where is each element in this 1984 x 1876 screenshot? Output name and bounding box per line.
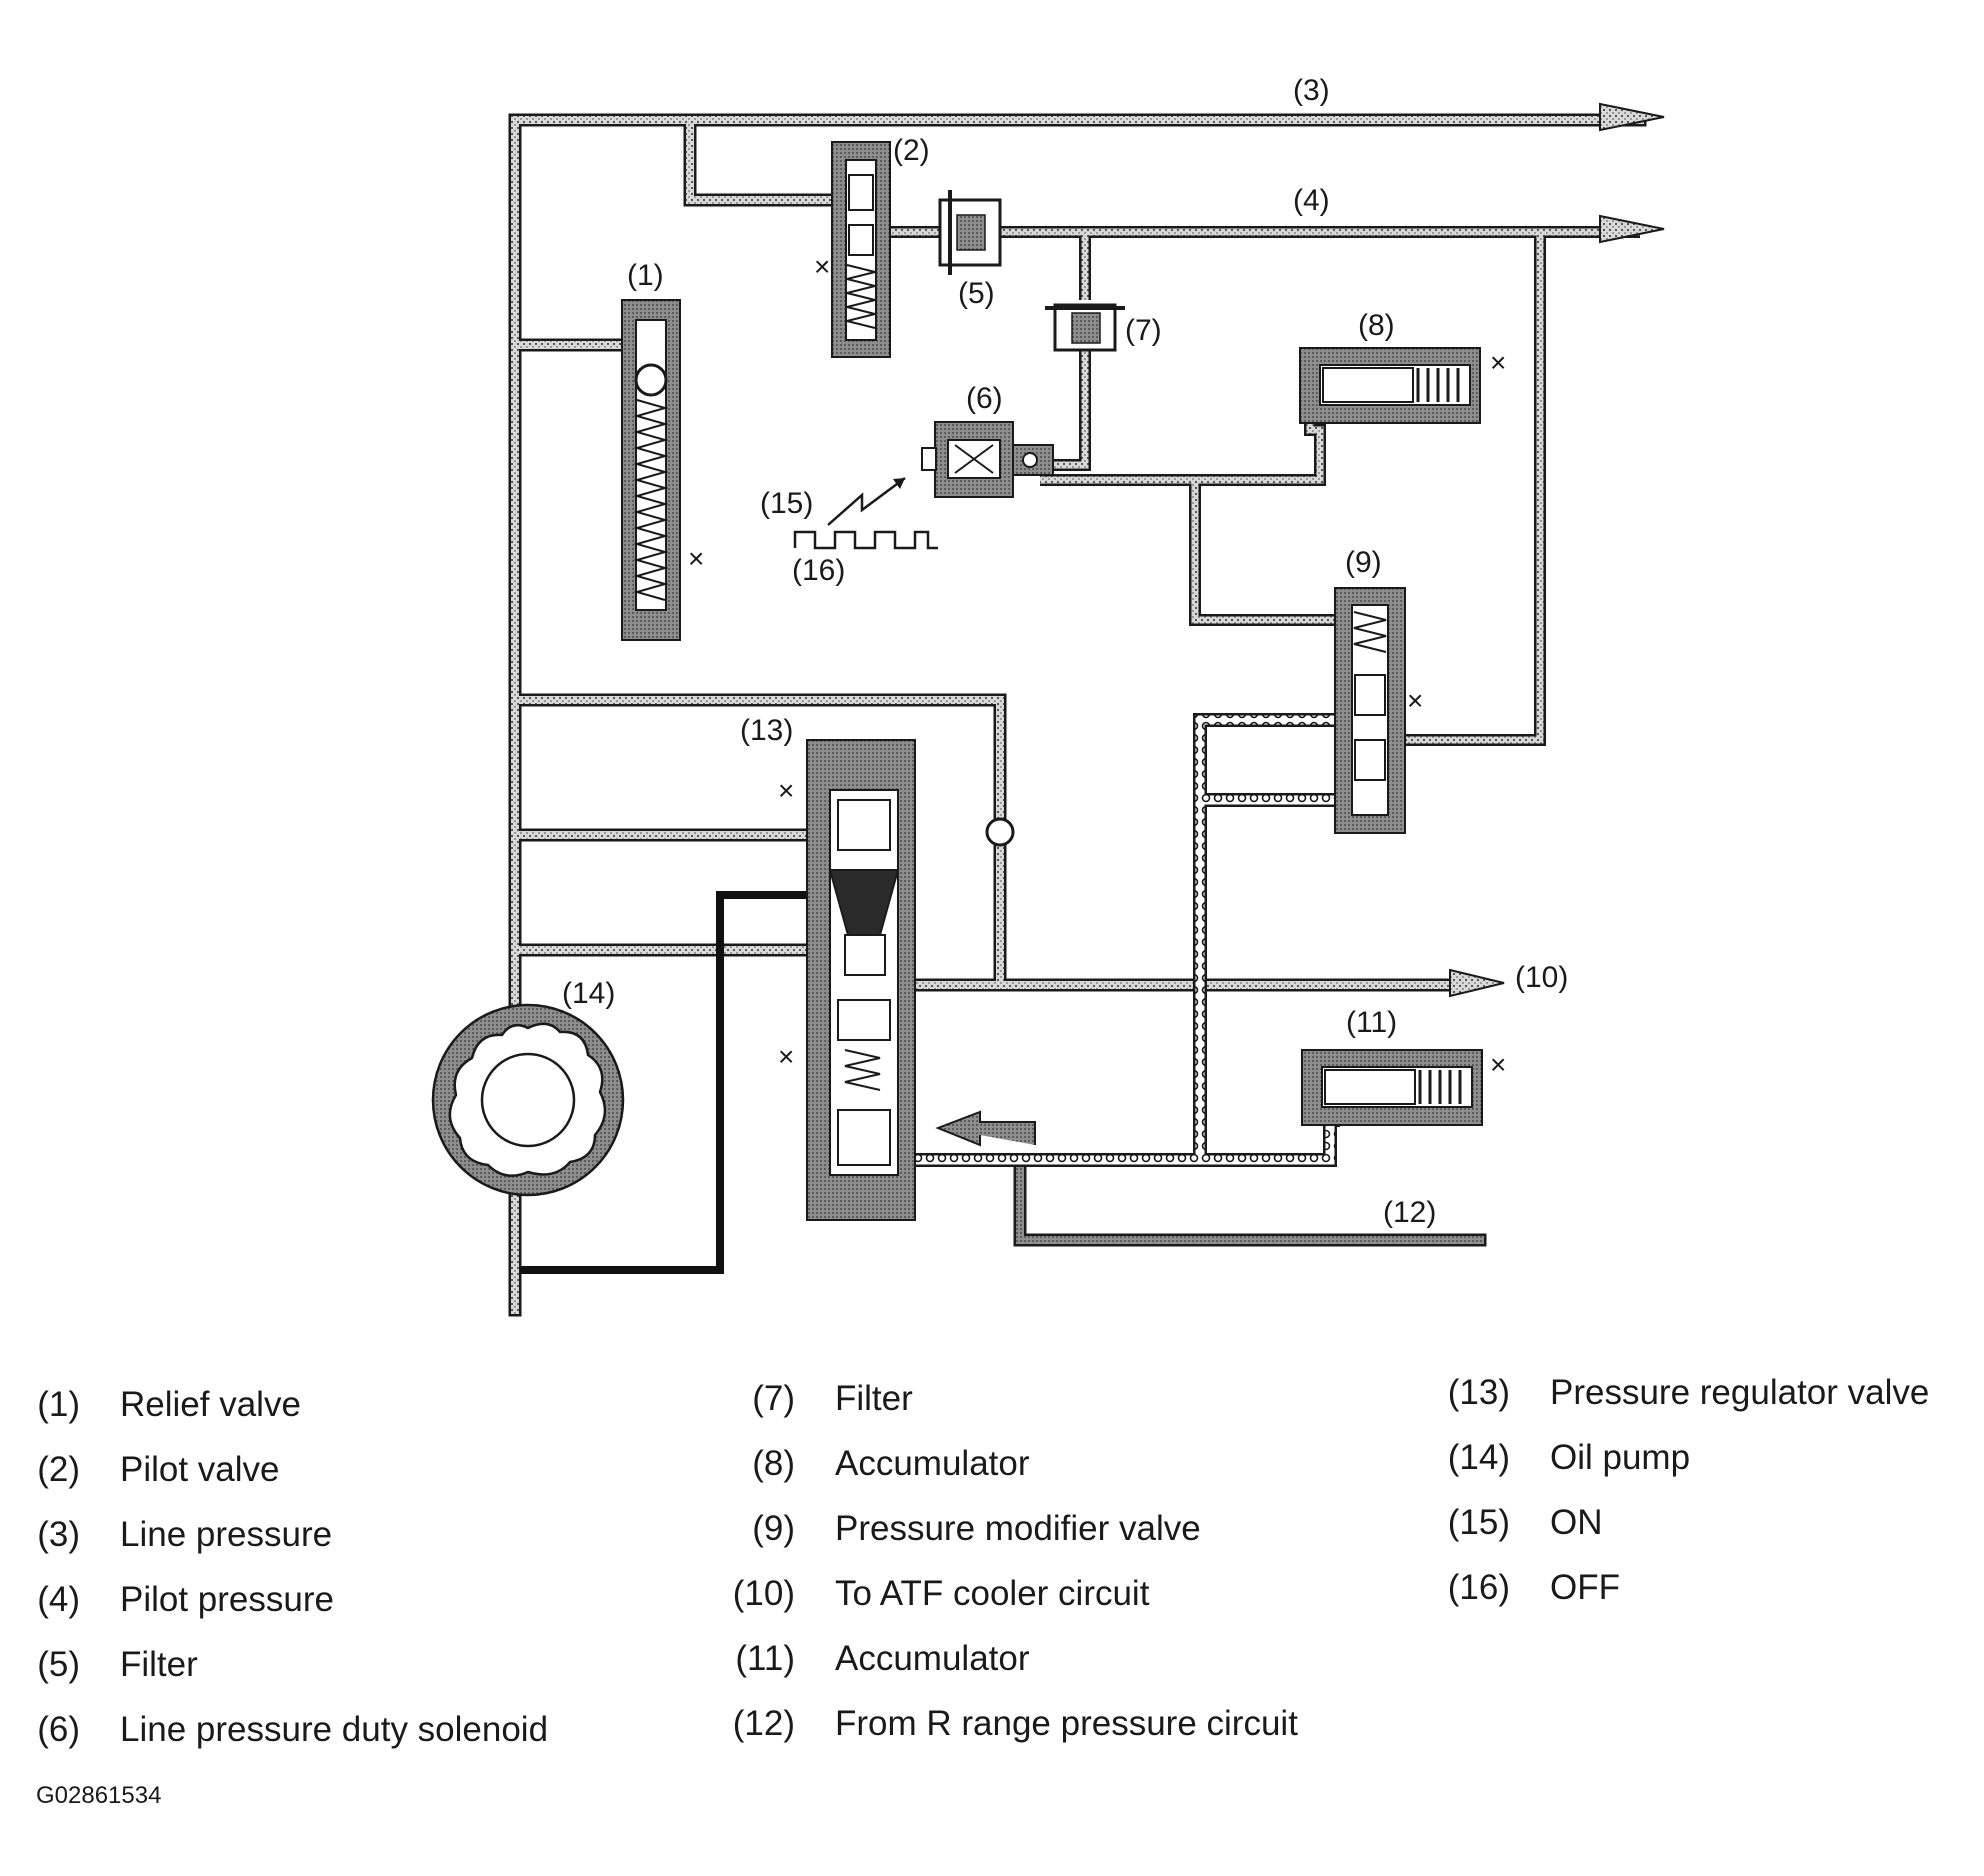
- legend-item: (12) From R range pressure circuit: [715, 1699, 1335, 1749]
- legend-number: (1): [37, 1385, 80, 1424]
- legend-number: (3): [37, 1515, 80, 1554]
- legend-item: (16) OFF: [1430, 1563, 1984, 1613]
- legend-label: Pilot pressure: [120, 1580, 334, 1619]
- pressure-regulator-valve: [806, 739, 916, 1221]
- legend-item: (13) Pressure regulator valve: [1430, 1368, 1984, 1418]
- pump-suction-line: [520, 891, 820, 1274]
- on-signal: [827, 476, 906, 526]
- relief-valve: [621, 299, 681, 641]
- legend-label: Accumulator: [835, 1444, 1030, 1483]
- filter-5: [938, 190, 1002, 275]
- line-pressure-duty-solenoid: [921, 421, 1054, 498]
- legend-number: (6): [37, 1710, 80, 1749]
- legend-label: OFF: [1550, 1568, 1620, 1607]
- legend-label: ON: [1550, 1503, 1603, 1542]
- legend-item: (15) ON: [1430, 1498, 1984, 1548]
- legend-label: Line pressure: [120, 1515, 333, 1554]
- line-pressure-passages: [508, 113, 1647, 1317]
- legend-label: Pressure regulator valve: [1550, 1373, 1930, 1412]
- legend-label: Filter: [835, 1379, 913, 1418]
- figure-id: G02861534: [36, 1782, 162, 1809]
- legend-number: (8): [752, 1444, 795, 1483]
- accumulator-11: [1301, 1049, 1483, 1126]
- exhaust-mark: ×: [1490, 347, 1506, 378]
- callout-9: (9): [1345, 546, 1382, 579]
- callout-6: (6): [966, 382, 1003, 415]
- legend-label: From R range pressure circuit: [835, 1704, 1298, 1743]
- legend-number: (4): [37, 1580, 80, 1619]
- legend-number: (12): [732, 1704, 795, 1743]
- exhaust-mark: ×: [1490, 1049, 1506, 1080]
- hydraulic-circuit-diagram: × × × × × × × (1) (2) (3) (4) (5) (6) (7…: [431, 74, 1665, 1317]
- callout-3: (3): [1293, 74, 1330, 107]
- callout-11: (11): [1346, 1006, 1397, 1039]
- legend-item: (1) Relief valve: [0, 1380, 620, 1430]
- legend-number: (2): [37, 1450, 80, 1489]
- off-pulse-signal: [793, 530, 938, 550]
- callout-2: (2): [893, 134, 930, 167]
- legend-label: Pressure modifier valve: [835, 1509, 1201, 1548]
- r-range-arrow: [935, 1110, 1036, 1147]
- check-ball: [985, 817, 1015, 847]
- callout-7: (7): [1125, 314, 1162, 347]
- legend-number: (15): [1447, 1503, 1510, 1542]
- legend-number: (11): [735, 1639, 795, 1678]
- exhaust-mark: ×: [1407, 685, 1423, 716]
- callout-8: (8): [1358, 309, 1395, 342]
- callout-13: (13): [740, 714, 793, 747]
- callout-4: (4): [1293, 184, 1330, 217]
- legend-number: (9): [752, 1509, 795, 1548]
- legend-item: (6) Line pressure duty solenoid: [0, 1705, 620, 1755]
- legend-label: Filter: [120, 1645, 198, 1684]
- exhaust-mark: ×: [778, 775, 794, 806]
- accumulator-8: [1299, 347, 1481, 424]
- legend-item: (4) Pilot pressure: [0, 1575, 620, 1625]
- legend-item: (2) Pilot valve: [0, 1445, 620, 1495]
- legend-label: Pilot valve: [120, 1450, 280, 1489]
- callout-16: (16): [792, 554, 845, 587]
- callout-5: (5): [958, 277, 995, 310]
- legend-item: (11) Accumulator: [715, 1634, 1335, 1684]
- exhaust-mark: ×: [814, 251, 830, 282]
- legend-number: (7): [752, 1379, 795, 1418]
- legend-label: Accumulator: [835, 1639, 1030, 1678]
- legend-number: (14): [1447, 1438, 1510, 1477]
- legend-number: (5): [37, 1645, 80, 1684]
- pilot-pressure-passages: [880, 226, 1640, 746]
- callout-15: (15): [760, 487, 813, 520]
- legend-number: (13): [1447, 1373, 1510, 1412]
- legend-label: To ATF cooler circuit: [835, 1574, 1150, 1613]
- legend-item: (14) Oil pump: [1430, 1433, 1984, 1483]
- filter-7: [1045, 303, 1125, 352]
- legend-number: (10): [732, 1574, 795, 1613]
- exhaust-marks: × × × × × × ×: [688, 251, 1506, 1080]
- chain-passages: [900, 713, 1340, 1167]
- legend-item: (5) Filter: [0, 1640, 620, 1690]
- exhaust-mark: ×: [778, 1041, 794, 1072]
- legend-item: (3) Line pressure: [0, 1510, 620, 1560]
- legend-label: Line pressure duty solenoid: [120, 1710, 549, 1749]
- legend-number: (16): [1447, 1568, 1510, 1607]
- callout-10: (10): [1515, 961, 1568, 994]
- legend: (1) Relief valve (2) Pilot valve (3) Lin…: [0, 1373, 1984, 1800]
- legend-item: (10) To ATF cooler circuit: [715, 1569, 1335, 1619]
- legend-label: Relief valve: [120, 1385, 301, 1424]
- callout-12: (12): [1383, 1196, 1436, 1229]
- oil-pump: [431, 1003, 625, 1197]
- callout-14: (14): [562, 977, 615, 1010]
- output-arrows: [1449, 102, 1665, 998]
- exhaust-mark: ×: [688, 543, 704, 574]
- legend-item: (9) Pressure modifier valve: [715, 1504, 1335, 1554]
- pressure-modifier-valve: [1334, 587, 1406, 834]
- legend-item: (7) Filter: [715, 1374, 1335, 1424]
- legend-label: Oil pump: [1550, 1438, 1691, 1477]
- legend-item: (8) Accumulator: [715, 1439, 1335, 1489]
- callout-labels: (1) (2) (3) (4) (5) (6) (7) (8) (9) (10)…: [562, 74, 1568, 1229]
- callout-1: (1): [627, 259, 664, 292]
- pilot-valve: [831, 141, 891, 358]
